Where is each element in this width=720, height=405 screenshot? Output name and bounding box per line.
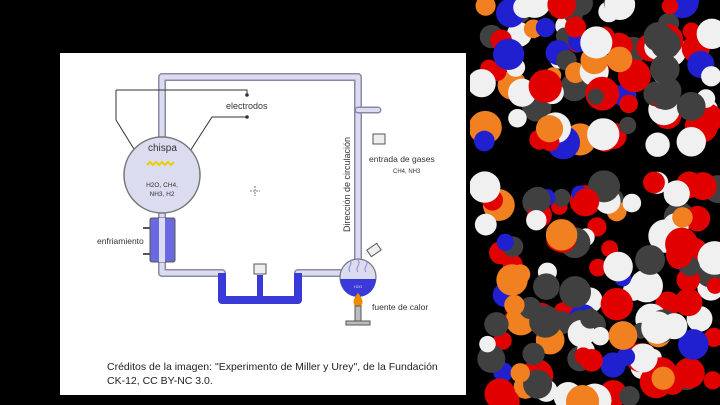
- atom: [608, 321, 638, 350]
- gas-inlet-label: entrada de gases: [369, 154, 435, 164]
- atom: [474, 213, 497, 236]
- spark-chamber: [123, 136, 201, 214]
- atom: [645, 132, 670, 157]
- atom: [673, 357, 705, 389]
- atom: [496, 264, 528, 296]
- atom: [676, 127, 706, 157]
- atom: [493, 38, 525, 70]
- atom: [504, 294, 525, 316]
- stopcock-icon: [253, 263, 267, 275]
- atom: [663, 180, 690, 207]
- atom: [508, 108, 527, 128]
- credits-line2: CK-12, CC BY-NC 3.0.: [107, 375, 213, 387]
- atom: [674, 288, 703, 317]
- miller-urey-diagram: electrodos chispa H2O, CH4, NH3, H2 enfr…: [97, 73, 435, 326]
- atom: [510, 363, 530, 383]
- atom: [477, 344, 506, 373]
- diagram-panel: electrodos chispa H2O, CH4, NH3, H2 enfr…: [60, 53, 466, 395]
- atom: [651, 366, 675, 390]
- atom: [522, 342, 545, 366]
- atom: [619, 94, 638, 114]
- sphere-gases-line1: H2O, CH4,: [146, 182, 178, 189]
- atom: [470, 171, 501, 203]
- atom: [706, 277, 720, 294]
- atom: [696, 18, 720, 50]
- atom: [616, 347, 636, 367]
- atom: [650, 54, 680, 85]
- atom: [628, 343, 658, 373]
- electrodes-label: electrodos: [226, 101, 268, 111]
- atom: [535, 115, 564, 143]
- atom: [590, 327, 610, 346]
- spark-label: chispa: [148, 143, 177, 154]
- atom: [479, 335, 496, 353]
- atom: [547, 0, 576, 19]
- atom: [535, 17, 556, 38]
- atom: [688, 172, 717, 201]
- atom: [650, 28, 681, 59]
- atom: [524, 186, 551, 213]
- atom: [676, 91, 706, 121]
- burner: [354, 305, 362, 322]
- atom: [484, 312, 509, 337]
- atom: [661, 313, 688, 340]
- atom: [528, 69, 562, 103]
- atom: [643, 171, 665, 194]
- flask-content-label: H2O: [354, 284, 362, 289]
- atom: [580, 308, 601, 329]
- atom: [518, 0, 552, 18]
- atom: [600, 287, 634, 321]
- atom: [619, 116, 637, 135]
- atom: [589, 258, 607, 277]
- atom: [698, 243, 720, 273]
- atom: [565, 385, 600, 405]
- atom: [475, 0, 496, 16]
- flame-icon: [353, 293, 363, 306]
- atom: [661, 0, 679, 15]
- atom: [526, 209, 547, 231]
- atom: [580, 349, 603, 372]
- dna-model-image: [470, 0, 720, 405]
- atom: [564, 16, 586, 38]
- atom: [672, 207, 693, 228]
- gas-inlet-formula: CH4, NH3: [393, 169, 421, 175]
- atom: [651, 82, 680, 110]
- sphere-gases-line2: NH3, H2: [150, 191, 175, 198]
- atom: [573, 188, 600, 215]
- atom: [580, 26, 613, 59]
- atom: [603, 251, 633, 282]
- atom: [701, 66, 720, 87]
- atom: [474, 130, 495, 152]
- atom: [523, 369, 553, 399]
- atom: [587, 118, 620, 151]
- atom: [529, 305, 562, 338]
- gas-valve-icon: [372, 133, 386, 145]
- atom: [470, 69, 496, 98]
- atom: [678, 329, 709, 360]
- circulation-label: Dirección de circulación: [342, 137, 352, 232]
- atom: [496, 233, 514, 251]
- atom: [622, 193, 642, 213]
- atom: [545, 219, 578, 251]
- move-cursor-icon: [250, 186, 260, 196]
- image-credits: Créditos de la imagen: "Experimento de M…: [107, 360, 467, 388]
- atom: [552, 188, 571, 207]
- atom: [484, 378, 516, 405]
- atom: [606, 46, 633, 73]
- atom: [665, 241, 693, 268]
- atom: [629, 269, 663, 303]
- atom: [703, 371, 720, 390]
- atom: [559, 276, 592, 308]
- atom: [533, 273, 560, 300]
- credits-line1: Créditos de la imagen: "Experimento de M…: [107, 361, 438, 373]
- atom: [587, 88, 604, 105]
- spark-icon: [146, 160, 175, 167]
- heat-source-label: fuente de calor: [372, 302, 428, 312]
- cooling-label: enfriamiento: [97, 236, 144, 246]
- atom: [619, 386, 640, 405]
- atom: [635, 244, 666, 275]
- atom: [604, 0, 636, 20]
